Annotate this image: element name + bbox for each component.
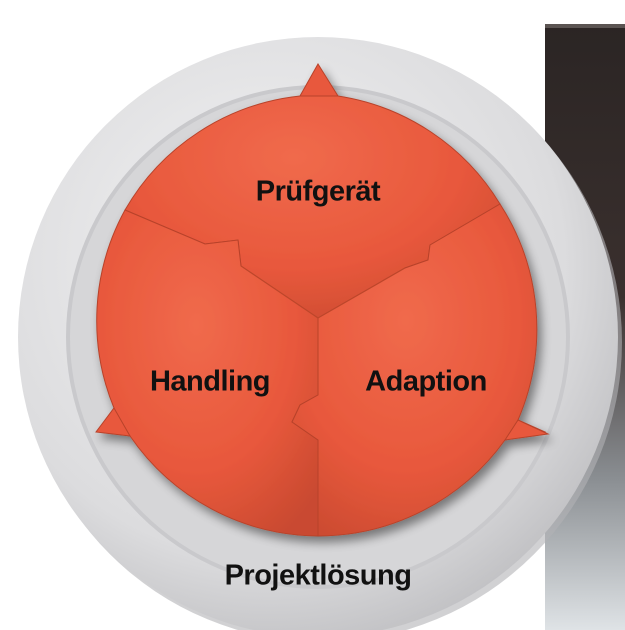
- segment-label-top: Prüfgerät: [255, 175, 381, 208]
- segment-label-right: Adaption: [365, 365, 487, 398]
- segment-group: [95, 63, 550, 537]
- segment-right: [291, 203, 547, 537]
- ring-label: Projektlösung: [224, 559, 412, 592]
- arrow-right: [503, 419, 550, 441]
- segment-label-left: Handling: [149, 365, 271, 398]
- arrow-left: [95, 407, 131, 437]
- arrow-top: [299, 63, 339, 97]
